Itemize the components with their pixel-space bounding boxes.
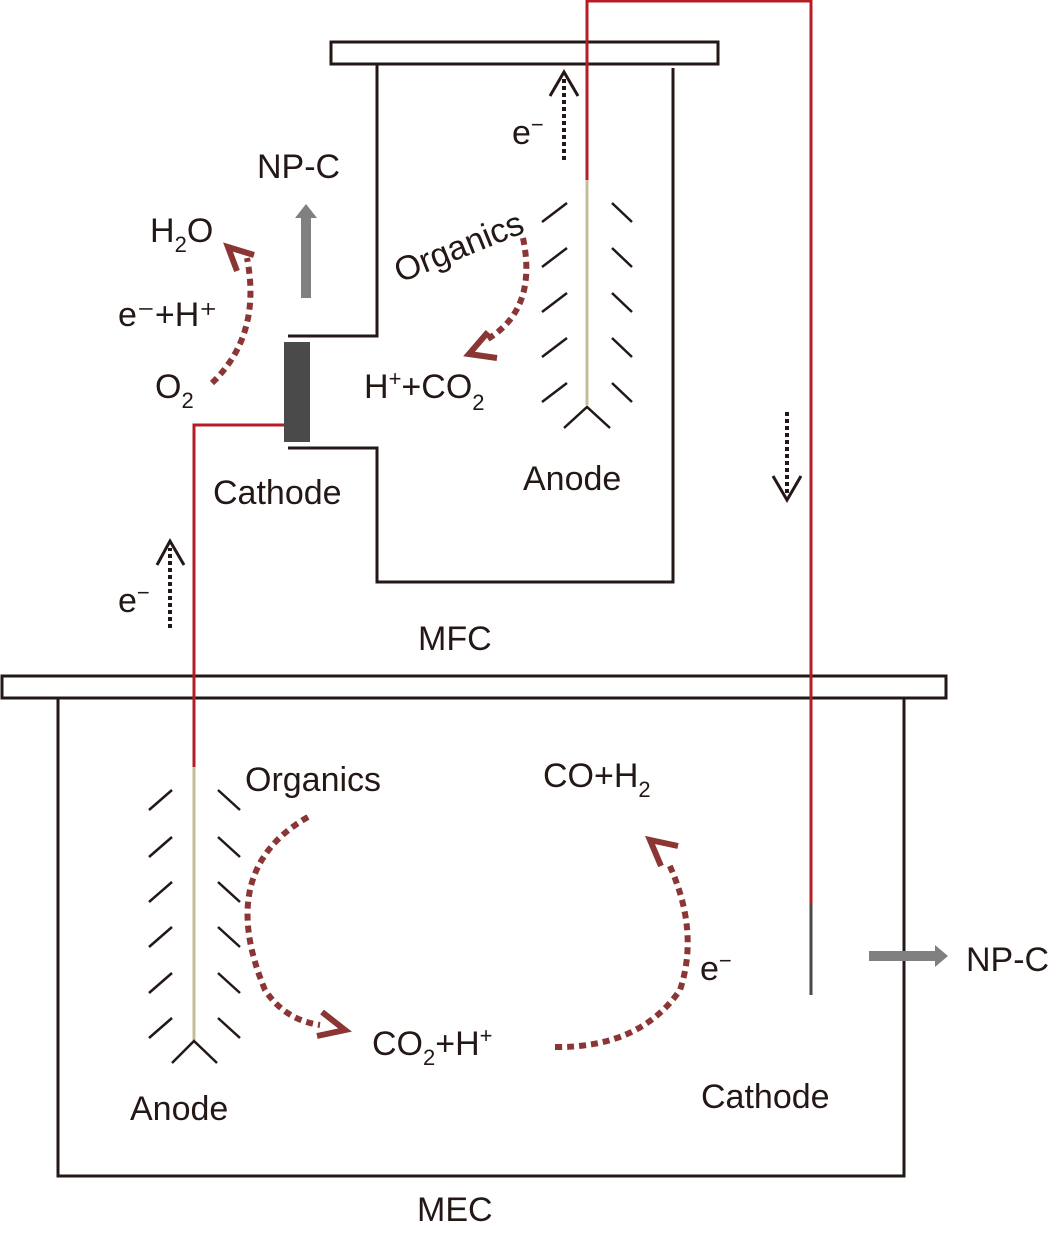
mfc-anode-electrode <box>541 178 633 429</box>
mec-title: MEC <box>417 1191 493 1229</box>
mec-anode-electrode <box>148 765 241 1064</box>
mfc-electron-label: e− <box>512 112 544 152</box>
mfc-anode-products-label: H++CO2 <box>364 366 485 415</box>
mfc-wall-lower <box>288 68 675 584</box>
mfc-oxygen-label: O2 <box>155 368 194 413</box>
mfc-anode-label: Anode <box>523 460 621 498</box>
mfc-electron-proton-label: e⁻+H⁺ <box>118 296 217 334</box>
mec-anode-label: Anode <box>130 1090 228 1128</box>
mfc-cathode-reaction-arrow <box>209 242 255 386</box>
mec-vessel <box>0 674 948 1178</box>
mec-organics-label: Organics <box>245 761 381 799</box>
external-wire <box>192 0 813 903</box>
mec-product-label: NP-C <box>966 941 1049 979</box>
mec-anode-reaction-arrow <box>244 814 352 1039</box>
mfc-lid <box>329 40 720 66</box>
mec-cathode-label: Cathode <box>701 1078 830 1116</box>
mfc-organics-label: Organics <box>389 204 529 290</box>
mfc-product-arrow <box>295 204 317 298</box>
mec-lid <box>0 674 948 700</box>
mfc-cathode-electrode <box>284 342 310 442</box>
mec-cathode-reaction-arrow <box>554 835 691 1051</box>
mfc-water-label: H2O <box>150 212 213 257</box>
mec-anode-products-label: CO2+H+ <box>372 1023 493 1070</box>
mec-wall <box>56 698 906 1178</box>
mfc-wall <box>288 64 379 338</box>
mec-syngas-label: CO+H2 <box>543 757 651 802</box>
electron-flow-arrow-left-wire <box>155 537 186 628</box>
mfc-product-label: NP-C <box>257 148 340 186</box>
mec-electron-label: e− <box>700 948 732 988</box>
mec-product-arrow <box>869 945 948 967</box>
mfc-vessel <box>288 40 720 584</box>
mfc-title: MFC <box>418 620 492 658</box>
electron-flow-arrow-right-wire <box>771 412 803 503</box>
mfc-anode-reaction-arrow <box>463 237 530 361</box>
wire-electron-label: e− <box>118 580 150 620</box>
mfc-cathode-label: Cathode <box>213 474 342 512</box>
electron-flow-arrow-mfc-anode <box>548 69 580 160</box>
